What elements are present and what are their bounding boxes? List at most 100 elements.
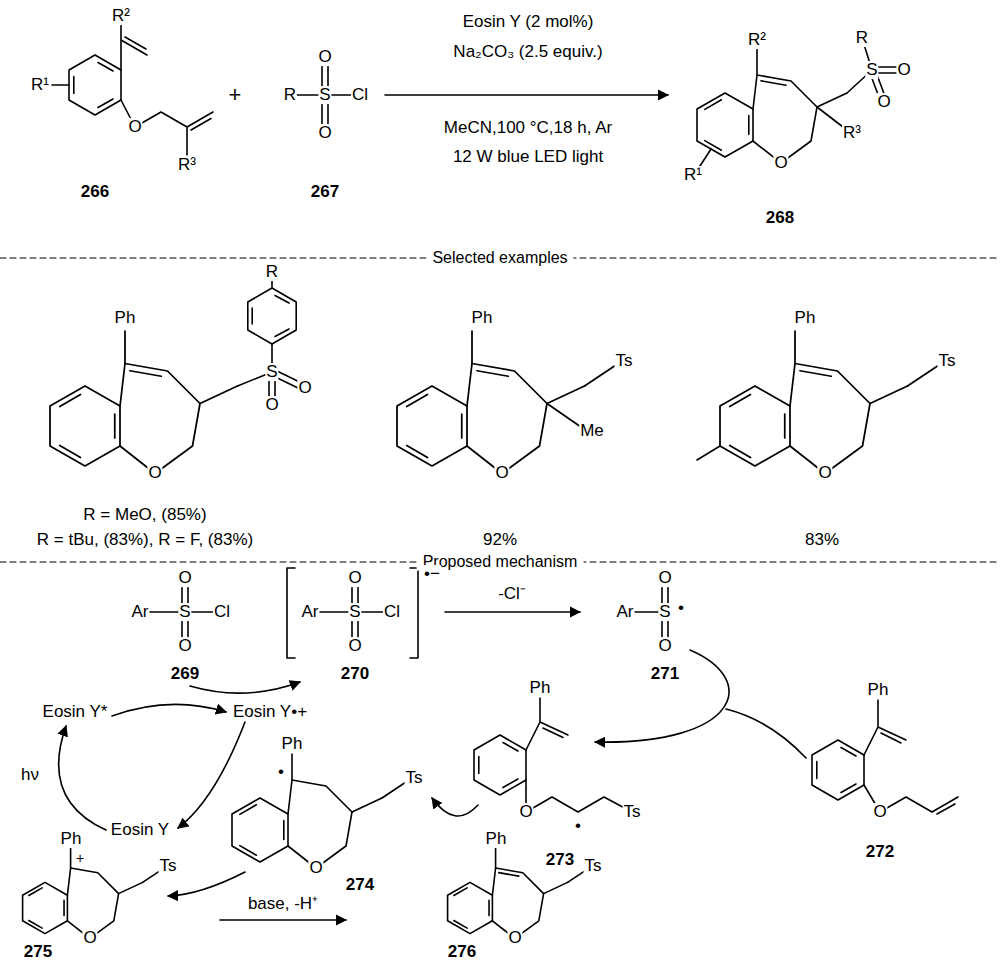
atom-label: S (865, 61, 878, 79)
atom-label: Ph (60, 830, 83, 848)
compound-number: 270 (340, 665, 370, 683)
structure-268-bonds (700, 38, 904, 166)
charge-symbol: + (75, 851, 85, 866)
atom-label: O (876, 93, 891, 111)
bracket (287, 568, 418, 658)
section-heading: Proposed mechanism (417, 554, 584, 571)
atom-label: Ts (405, 769, 424, 787)
atom-label: O (347, 637, 362, 655)
atom-label: O (773, 154, 788, 172)
atom-label: Ph (867, 681, 890, 699)
structure-266 (52, 24, 213, 155)
atom-label: O (507, 929, 522, 947)
section-heading: Selected examples (426, 250, 573, 267)
reaction-arrow (445, 611, 580, 613)
condition-text: Eosin Y* (42, 703, 109, 721)
atom-label: O (317, 124, 332, 142)
atom-label: Ph (471, 309, 494, 327)
atom-label: O (177, 637, 192, 655)
atom-label: O (657, 637, 672, 655)
atom-label: Ar (616, 603, 635, 621)
condition-text: base, -H⁺ (247, 895, 319, 913)
compound-number: 272 (865, 843, 895, 861)
atom-label: Cl (351, 86, 369, 104)
atom-label: Cl (383, 603, 401, 621)
atom-label: O (308, 859, 323, 877)
compound-number: 269 (170, 665, 200, 683)
atom-label: S (658, 603, 671, 621)
atom-label: Ph (485, 830, 508, 848)
atom-label: O (297, 379, 312, 397)
condition-text: Na₂CO₃ (2.5 equiv.) (452, 43, 603, 61)
atom-label: S (318, 86, 331, 104)
atom-label: • (574, 817, 582, 835)
structure-267 (290, 57, 360, 133)
compound-number: 267 (310, 183, 340, 201)
atom-label: O (177, 569, 192, 587)
structure-275 (23, 847, 162, 938)
condition-text: hν (20, 766, 40, 784)
atom-label: S (348, 603, 361, 621)
atom-label: O (494, 464, 509, 482)
atom-label: O (518, 803, 533, 821)
atom-label: O (264, 396, 279, 414)
compound-number: 273 (545, 851, 575, 869)
structure-example-3 (720, 331, 938, 474)
condition-text: -Cl⁻ (497, 585, 527, 603)
condition-text: 92% (482, 531, 518, 549)
condition-text: Eosin Y (2 mol%) (462, 13, 595, 31)
atom-label: Ar (131, 603, 150, 621)
condition-text: Eosin Y•+ (232, 703, 308, 721)
condition-text: 12 W blue LED light (452, 148, 604, 166)
atom-label: •− (423, 565, 441, 583)
atom-label: R (855, 29, 869, 47)
atom-label: O (817, 464, 832, 482)
atom-label: Ph (529, 679, 552, 697)
atom-label: R² (747, 31, 767, 49)
sulfonyl-aryl (238, 278, 307, 405)
atom-label: R¹ (683, 166, 703, 184)
atom-label: Ph (281, 735, 304, 753)
atom-label: O (657, 569, 672, 587)
atom-label: • (677, 599, 685, 617)
compound-number: 274 (345, 876, 375, 894)
atom-label: Ts (615, 352, 634, 370)
condition-text: MeCN,100 °C,18 h, Ar (443, 119, 613, 137)
curved-arrow (112, 704, 226, 716)
atom-label: R (283, 86, 297, 104)
curved-arrow (59, 726, 106, 830)
atom-label: S (178, 603, 191, 621)
curved-arrow (595, 650, 729, 742)
atom-label: O (147, 464, 162, 482)
atom-label: Cl (213, 603, 231, 621)
structure-example-1 (50, 331, 238, 474)
atom-label: Ph (794, 309, 817, 327)
atom-label: Ts (623, 803, 642, 821)
atom-label: • (277, 763, 285, 781)
structure-274 (232, 754, 406, 868)
atom-label: Ar (301, 603, 320, 621)
condition-text: R = tBu, (83%), R = F, (83%) (36, 531, 254, 549)
atom-label: R³ (177, 156, 197, 174)
atom-label: O (127, 118, 142, 136)
structure-270 (310, 578, 392, 646)
atom-label: Me (579, 422, 605, 440)
atom-label: Ts (584, 857, 603, 875)
atom-label: O (347, 569, 362, 587)
compound-number: 266 (80, 183, 110, 201)
atom-label: O (896, 61, 911, 79)
structure-268 (697, 49, 847, 163)
atom-label: Ph (114, 309, 137, 327)
atom-label: O (872, 803, 887, 821)
compound-number: 276 (447, 943, 477, 961)
curved-arrow (190, 682, 300, 693)
atom-label: Ts (159, 857, 178, 875)
compound-number: 268 (765, 209, 795, 227)
structure-example-2 (397, 331, 615, 474)
structure-272 (812, 700, 958, 814)
atom-label: R¹ (30, 76, 50, 94)
atom-label: S (265, 363, 278, 381)
reaction-arrow (220, 919, 346, 921)
atom-label: R (265, 263, 279, 281)
structure-269 (140, 578, 222, 646)
